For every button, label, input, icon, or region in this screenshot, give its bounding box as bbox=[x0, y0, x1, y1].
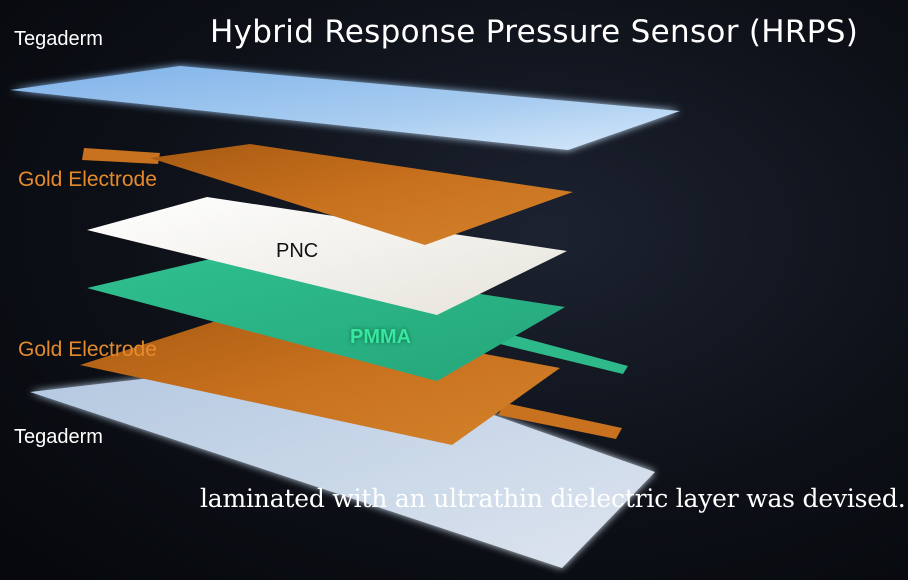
label-pmma: PMMA bbox=[350, 326, 412, 348]
tegaderm-top-layer bbox=[10, 66, 680, 150]
label-pnc: PNC bbox=[276, 240, 319, 262]
gold-electrode-top-tab bbox=[82, 148, 160, 164]
gold-electrode-bottom-layer bbox=[80, 310, 560, 445]
label-tegaderm-bottom: Tegaderm bbox=[14, 426, 103, 448]
label-gold-electrode-bottom: Gold Electrode bbox=[18, 338, 157, 361]
pmma-layer bbox=[87, 255, 565, 381]
label-tegaderm-top: Tegaderm bbox=[14, 28, 103, 50]
gold-electrode-bottom-tab bbox=[498, 403, 622, 439]
pmma-tab bbox=[500, 333, 628, 374]
tegaderm-bottom-layer bbox=[30, 357, 655, 568]
gold-electrode-top-layer bbox=[150, 144, 573, 245]
page-title: Hybrid Response Pressure Sensor (HRPS) bbox=[210, 14, 859, 50]
label-gold-electrode-top: Gold Electrode bbox=[18, 168, 157, 191]
pnc-layer bbox=[87, 197, 567, 315]
caption-text: laminated with an ultrathin dielectric l… bbox=[200, 484, 906, 513]
